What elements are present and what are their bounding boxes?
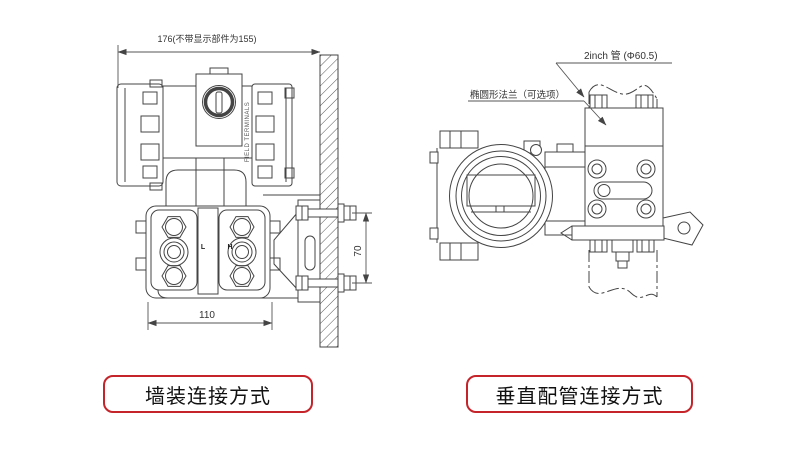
pipe-size-label: 2inch 管 (Φ60.5) (584, 49, 658, 62)
dimension-overall-width: 176(不带显示部件为155) (117, 33, 321, 88)
dimension-bolt-spacing: 70 (352, 212, 372, 284)
port-label-low: L (201, 244, 206, 251)
sensor-capsule (165, 157, 247, 212)
wall-section (319, 54, 339, 348)
transmitter-housing (162, 67, 253, 159)
caption-wall-mount: 墙装连接方式 (103, 375, 313, 413)
transmitter-rear-cover (116, 79, 164, 191)
bracket-top-flange (584, 94, 664, 147)
dimension-flange-width: 110 (147, 302, 273, 330)
wall-mount-diagram: 176(不带显示部件为155) (116, 33, 372, 348)
housing-side-text: FIELD TERMINALS (245, 102, 251, 162)
bezel-outer-ring (449, 144, 553, 248)
transmitter-front-view (429, 130, 553, 261)
annotation-pipe-size: 2inch 管 (Φ60.5) (555, 49, 672, 98)
dimension-label-spacing: 70 (353, 245, 364, 257)
port-label-high: H (227, 244, 232, 251)
dimension-label-width: 110 (199, 310, 215, 321)
conduit-screw-slot (215, 91, 223, 114)
caption-pipe-mount-text: 垂直配管连接方式 (495, 385, 664, 408)
bracket-bottom-plate (560, 211, 704, 269)
dimension-label-total: 176(不带显示部件为155) (157, 33, 256, 44)
pipe-mount-diagram: 2inch 管 (Φ60.5) 椭圆形法兰（可选项） (429, 49, 704, 298)
caption-pipe-mount: 垂直配管连接方式 (466, 375, 693, 413)
flange-option-label: 椭圆形法兰（可选项） (470, 89, 565, 101)
annotation-oval-flange: 椭圆形法兰（可选项） (468, 89, 607, 126)
transmitter-front-cover: FIELD TERMINALS (245, 83, 295, 187)
mounting-bracket (273, 199, 357, 303)
caption-wall-mount-text: 墙装连接方式 (145, 385, 271, 408)
bracket-column (584, 145, 664, 229)
process-flange-assembly: L H (135, 194, 320, 299)
